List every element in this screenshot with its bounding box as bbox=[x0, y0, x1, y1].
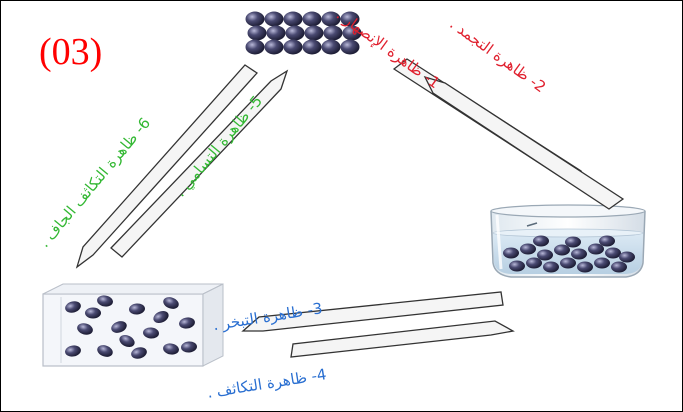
particle bbox=[304, 25, 324, 41]
liquid-beaker bbox=[490, 204, 646, 278]
particle bbox=[526, 257, 542, 269]
particle bbox=[143, 327, 159, 339]
gas-box bbox=[42, 283, 224, 367]
particle bbox=[565, 236, 581, 248]
particle bbox=[302, 11, 322, 27]
deposition-arrow bbox=[75, 64, 258, 269]
particle bbox=[77, 323, 93, 335]
particle bbox=[571, 248, 587, 260]
particle bbox=[554, 244, 570, 256]
sublimation-arrow bbox=[110, 69, 289, 258]
particle bbox=[533, 235, 549, 247]
particle bbox=[321, 39, 341, 55]
particle bbox=[342, 25, 362, 41]
panel-label: (03) bbox=[39, 31, 103, 73]
particle bbox=[179, 317, 195, 329]
particle bbox=[340, 11, 360, 27]
particle bbox=[266, 25, 286, 41]
particle bbox=[560, 257, 576, 269]
particle bbox=[340, 39, 360, 55]
particle bbox=[119, 334, 135, 348]
particle bbox=[245, 11, 265, 27]
particle bbox=[163, 343, 179, 355]
particle bbox=[65, 345, 81, 357]
particle bbox=[605, 247, 621, 259]
particle bbox=[97, 345, 113, 357]
particle bbox=[153, 310, 169, 324]
particle bbox=[520, 243, 536, 255]
particle bbox=[131, 347, 147, 359]
particle bbox=[594, 257, 610, 269]
particle bbox=[264, 11, 284, 27]
particle bbox=[85, 307, 101, 319]
freezing-arrow bbox=[423, 75, 625, 210]
condensation-label: 4- ظاهرة التكاثف . bbox=[206, 365, 328, 402]
particle bbox=[247, 25, 267, 41]
particle bbox=[283, 39, 303, 55]
particle bbox=[611, 261, 627, 273]
particle bbox=[111, 321, 127, 333]
evaporation-arrow bbox=[241, 291, 504, 332]
particle bbox=[285, 25, 305, 41]
solid-particles bbox=[245, 11, 362, 55]
particle bbox=[323, 25, 343, 41]
freezing-label: 2- ظاهرة التجمد . bbox=[446, 15, 549, 97]
particle bbox=[509, 260, 525, 272]
particle bbox=[321, 11, 341, 27]
particle bbox=[599, 235, 615, 247]
particle bbox=[302, 39, 322, 55]
particle bbox=[97, 295, 113, 307]
particle bbox=[283, 11, 303, 27]
particle bbox=[577, 261, 593, 273]
particle bbox=[543, 261, 559, 273]
particle bbox=[181, 341, 197, 353]
particle bbox=[129, 303, 145, 315]
particle bbox=[537, 249, 553, 261]
particle bbox=[588, 243, 604, 255]
particle bbox=[163, 297, 179, 309]
particle bbox=[619, 251, 635, 263]
particle bbox=[65, 301, 81, 313]
condensation-arrow bbox=[290, 320, 515, 358]
particle bbox=[264, 39, 284, 55]
particle bbox=[503, 247, 519, 259]
particle bbox=[245, 39, 265, 55]
